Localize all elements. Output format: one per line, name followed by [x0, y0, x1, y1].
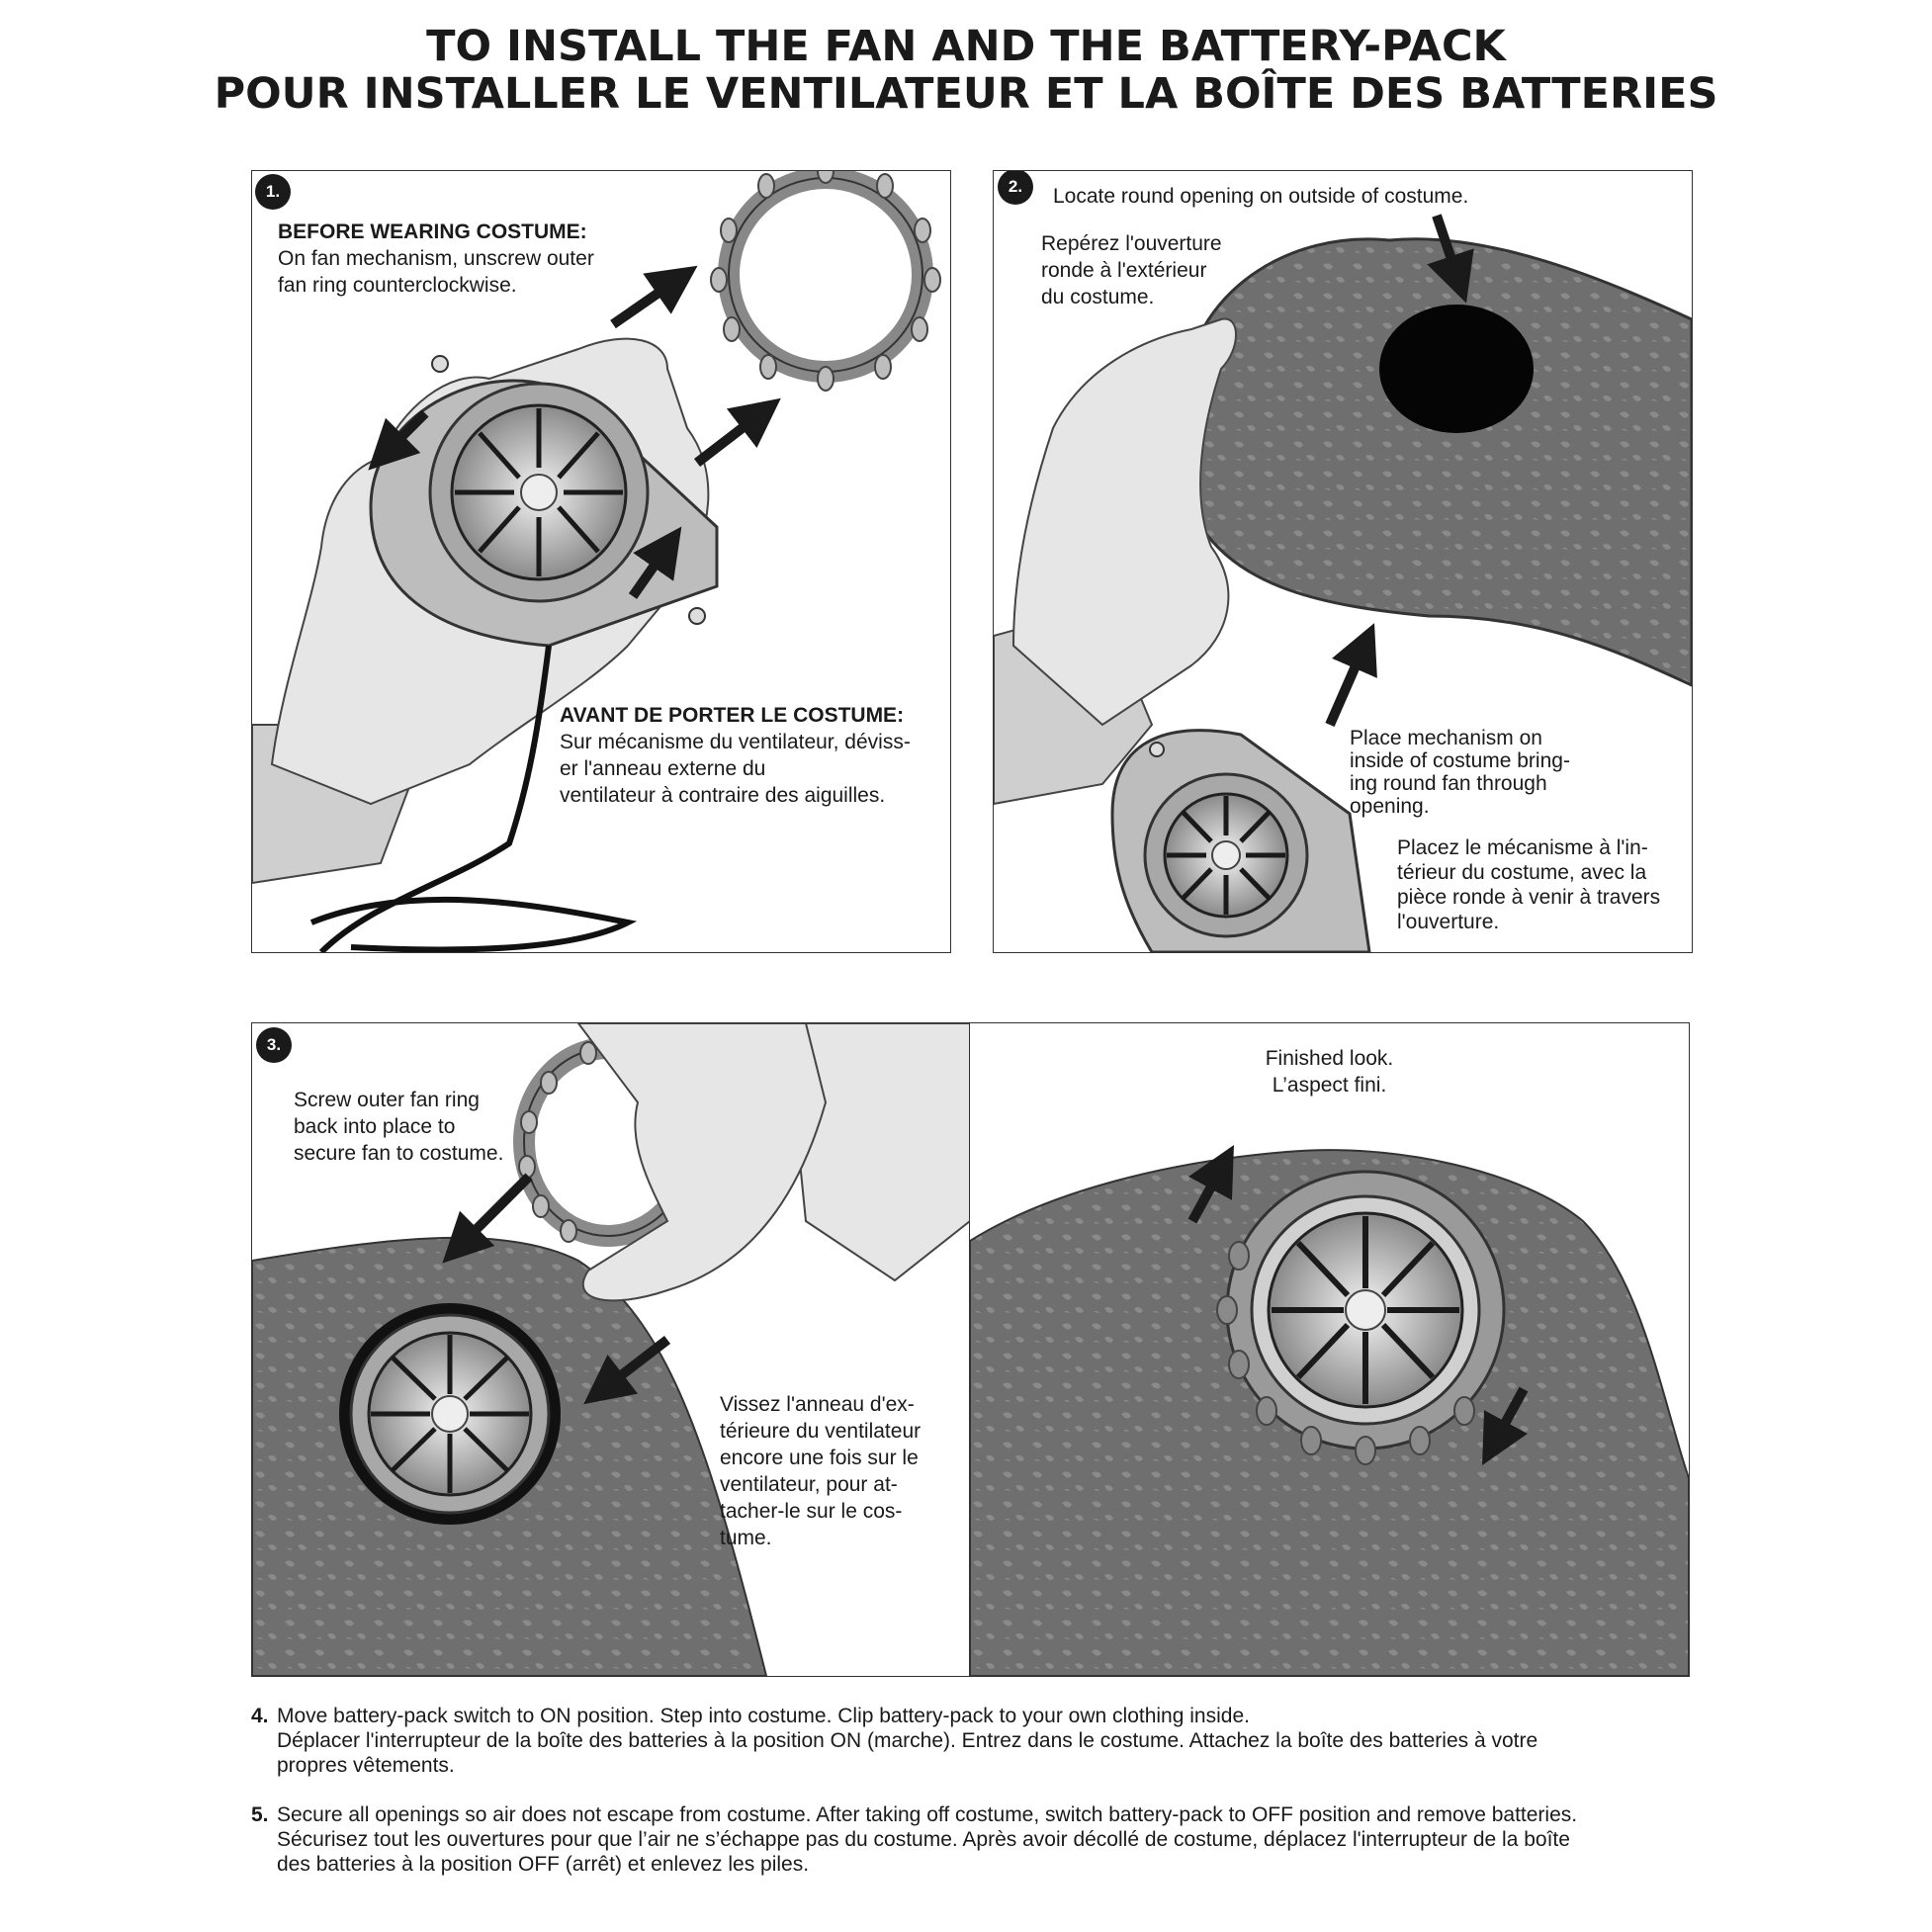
step1-french-text: AVANT DE PORTER LE COSTUME: Sur mécanism… [560, 702, 945, 809]
arrow-icon [442, 1173, 671, 1405]
step2-en-place: Place mechanism on inside of costume bri… [1350, 727, 1676, 818]
panel-finished-look: Finished look. L’aspect fini. [969, 1022, 1690, 1677]
step2-en-locate: Locate round opening on outside of costu… [1053, 185, 1469, 208]
step-4-en: Move battery-pack switch to ON position.… [277, 1705, 1250, 1727]
step2-en-place-line: ing round fan through [1350, 772, 1547, 795]
step2-fr-place-line: l'ouverture. [1397, 911, 1500, 933]
step2-fr-locate: Repérez l'ouverture ronde à l'extérieur … [1041, 230, 1298, 310]
step1-en-heading: BEFORE WEARING COSTUME: [278, 220, 587, 243]
step-4-note: 4. Move battery-pack switch to ON positi… [251, 1704, 1695, 1778]
step1-fr-line: Sur mécanisme du ventilateur, déviss- [560, 731, 911, 753]
step2-fr-place-line: pièce ronde à venir à travers [1397, 886, 1661, 909]
finished-text: Finished look. L’aspect fini. [970, 1045, 1689, 1098]
step-4-fr: Déplacer l'interrupteur de la boîte des … [277, 1729, 1538, 1752]
glove [576, 1023, 828, 1302]
step1-english-text: BEFORE WEARING COSTUME: On fan mechanism… [278, 219, 654, 299]
step-4-fr: propres vêtements. [277, 1754, 455, 1777]
step3-en-line: secure fan to costume. [294, 1142, 504, 1165]
finished-fr: L’aspect fini. [1272, 1074, 1387, 1097]
step-5-fr: Sécurisez tout les ouvertures pour que l… [277, 1828, 1570, 1851]
step-badge: 1. [255, 174, 291, 210]
step-badge: 2. [998, 171, 1033, 205]
step-5-number: 5. [251, 1803, 269, 1826]
step3-english-text: Screw outer fan ring back into place to … [294, 1087, 571, 1167]
step3-fr-line: térieure du ventilateur [720, 1420, 922, 1443]
step-badge: 3. [256, 1027, 292, 1063]
costume-opening [1379, 305, 1534, 433]
panel-step-3: 3. Screw outer fan ring back into place … [251, 1022, 971, 1677]
finished-en: Finished look. [1265, 1047, 1394, 1070]
step3-en-line: back into place to [294, 1115, 456, 1138]
step2-en-place-line: opening. [1350, 795, 1430, 818]
step1-fr-line: ventilateur à contraire des aiguilles. [560, 784, 886, 807]
step-5-en: Secure all openings so air does not esca… [277, 1803, 1578, 1826]
step1-fr-line: er l'anneau externe du [560, 757, 766, 780]
step2-fr-locate-line: ronde à l'extérieur [1041, 259, 1207, 282]
step-5-note: 5. Secure all openings so air does not e… [251, 1802, 1695, 1877]
step1-fr-heading: AVANT DE PORTER LE COSTUME: [560, 704, 905, 727]
step-4-number: 4. [251, 1705, 269, 1727]
step1-en-line: On fan mechanism, unscrew outer [278, 247, 594, 270]
step2-illustration [994, 214, 1692, 952]
power-cord [318, 645, 552, 952]
step2-en-place-line: Place mechanism on [1350, 727, 1542, 749]
step2-fr-place-line: Placez le mécanisme à l'in- [1397, 836, 1648, 859]
step2-fr-place-line: térieur du costume, avec la [1397, 861, 1647, 884]
arrow-icon [1187, 1145, 1529, 1465]
fan-ring [710, 171, 941, 392]
costume-fabric [1180, 237, 1692, 687]
step3-fr-line: ventilateur, pour at- [720, 1473, 898, 1496]
step2-fr-locate-line: Repérez l'ouverture [1041, 232, 1222, 255]
panel-step-1: 1. BEFORE WEARING COSTUME: On fan mechan… [251, 170, 951, 953]
panel-step-2: 2. Locate round opening on outside of co… [993, 170, 1693, 953]
fan-mechanism [1110, 729, 1371, 952]
step3-fr-line: encore une fois sur le [720, 1447, 919, 1469]
step3-fr-line: Vissez l'anneau d'ex- [720, 1393, 915, 1416]
fan-mechanism [369, 355, 719, 648]
step3-illustration [252, 1023, 970, 1676]
step2-fr-locate-line: du costume. [1041, 286, 1155, 308]
step3-french-text: Vissez l'anneau d'ex- térieure du ventil… [720, 1391, 967, 1551]
title-line-2: POUR INSTALLER LE VENTILATEUR ET LA BOÎT… [214, 69, 1718, 119]
arrow-icon [368, 265, 781, 599]
fan-mechanism [339, 1303, 561, 1525]
step3-en-line: Screw outer fan ring [294, 1089, 480, 1111]
step3-fr-line: tacher-le sur le cos- [720, 1500, 903, 1523]
step3-fr-line: tume. [720, 1527, 772, 1549]
step2-fr-place: Placez le mécanisme à l'in- térieur du c… [1397, 835, 1692, 934]
finished-illustration [970, 1145, 1689, 1676]
title-line-1: TO INSTALL THE FAN AND THE BATTERY-PACK [426, 22, 1506, 71]
glove [1011, 317, 1237, 727]
step-5-fr: des batteries à la position OFF (arrêt) … [277, 1853, 810, 1876]
step2-en-place-line: inside of costume bring- [1350, 749, 1570, 772]
arrow-icon [1325, 214, 1474, 728]
fan-mechanism [1216, 1170, 1506, 1465]
step1-en-line: fan ring counterclockwise. [278, 274, 517, 297]
step1-illustration [252, 171, 941, 952]
